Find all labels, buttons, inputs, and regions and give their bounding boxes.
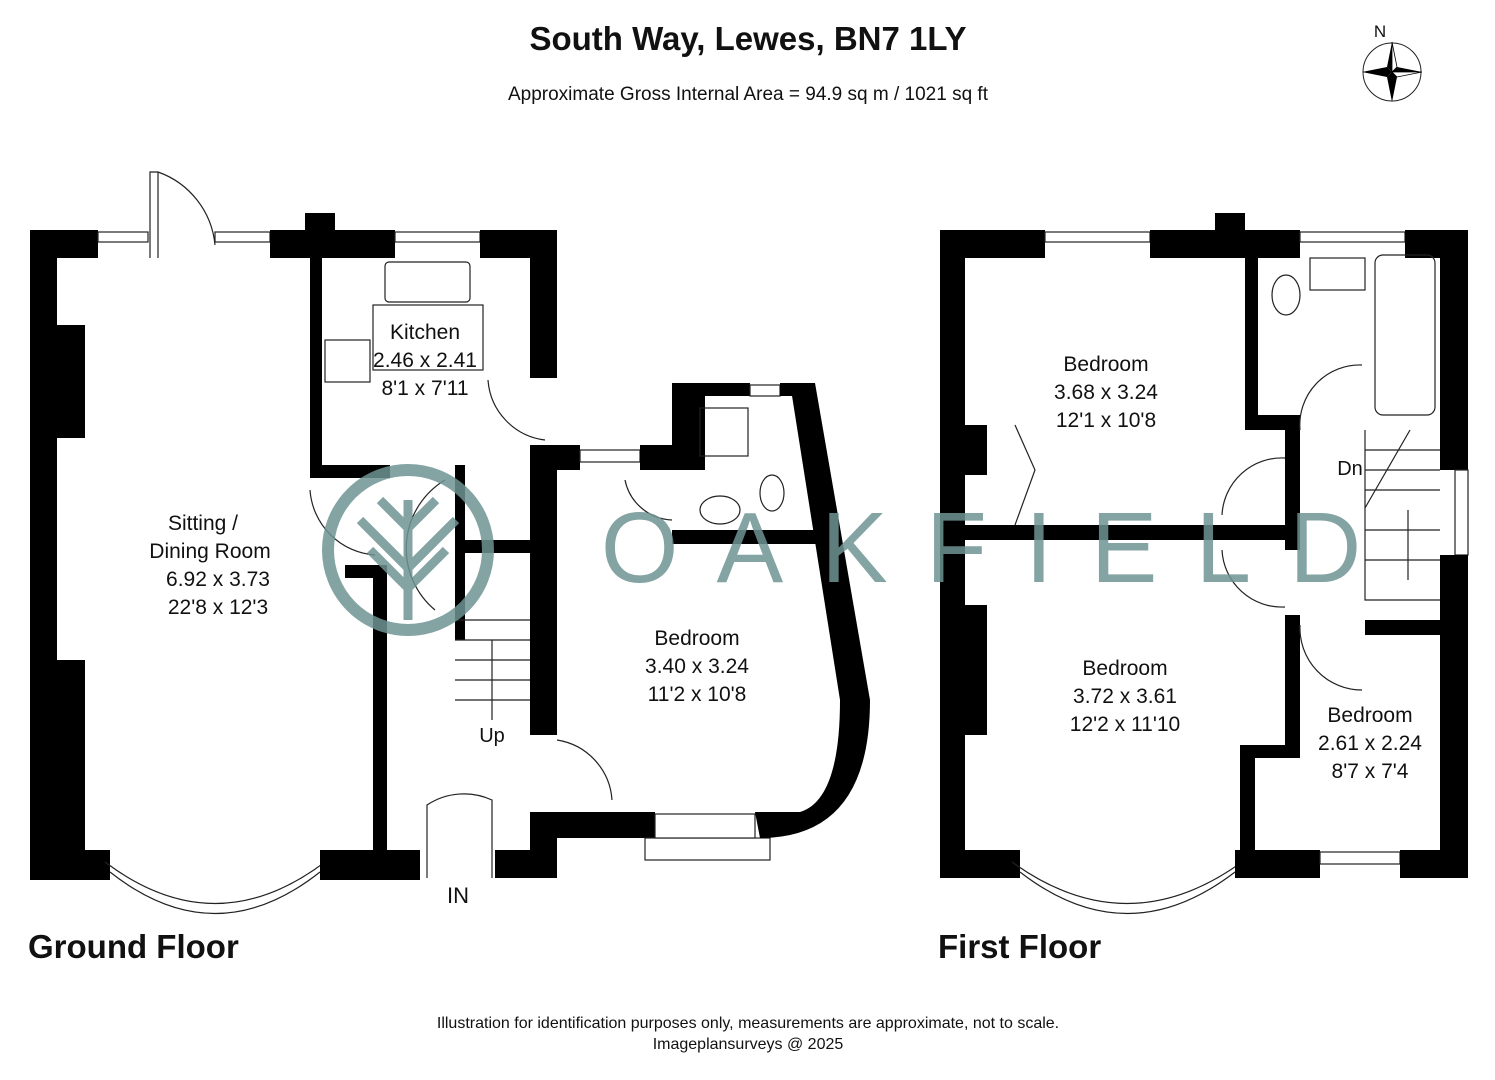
stairs-down-label: Dn bbox=[1337, 458, 1363, 480]
svg-text:2.46 x 2.41: 2.46 x 2.41 bbox=[373, 349, 477, 372]
svg-text:2.61 x 2.24: 2.61 x 2.24 bbox=[1318, 732, 1422, 755]
svg-text:N: N bbox=[1374, 22, 1386, 41]
svg-text:Bedroom: Bedroom bbox=[1082, 657, 1167, 680]
svg-text:22'8 x 12'3: 22'8 x 12'3 bbox=[168, 596, 268, 619]
area-subtitle: Approximate Gross Internal Area = 94.9 s… bbox=[508, 84, 989, 105]
credit: Imageplansurveys @ 2025 bbox=[653, 1036, 844, 1053]
svg-text:6.92 x 3.73: 6.92 x 3.73 bbox=[166, 568, 270, 591]
svg-text:8'1 x 7'11: 8'1 x 7'11 bbox=[381, 377, 468, 400]
page-title: South Way, Lewes, BN7 1LY bbox=[529, 20, 966, 57]
svg-text:12'2 x 11'10: 12'2 x 11'10 bbox=[1070, 713, 1180, 736]
room-kitchen: Kitchen 2.46 x 2.41 8'1 x 7'11 bbox=[373, 321, 477, 400]
svg-text:8'7 x 7'4: 8'7 x 7'4 bbox=[1332, 760, 1409, 783]
first-floor-label: First Floor bbox=[938, 928, 1101, 965]
ground-floor-plan: Up IN Kitchen 2.46 x 2.41 8'1 x 7'11 Sit… bbox=[28, 171, 870, 965]
svg-text:Bedroom: Bedroom bbox=[1063, 353, 1148, 376]
svg-text:11'2 x 10'8: 11'2 x 10'8 bbox=[648, 683, 747, 706]
svg-text:Bedroom: Bedroom bbox=[654, 627, 739, 650]
ground-floor-label: Ground Floor bbox=[28, 928, 239, 965]
svg-text:Bedroom: Bedroom bbox=[1327, 704, 1412, 727]
room-bedroom-2: Bedroom 3.72 x 3.61 12'2 x 11'10 bbox=[1070, 657, 1180, 736]
svg-text:3.40 x 3.24: 3.40 x 3.24 bbox=[645, 655, 749, 678]
stairs-up-label: Up bbox=[479, 725, 505, 747]
svg-text:Dining Room: Dining Room bbox=[149, 540, 270, 563]
room-bedroom-1: Bedroom 3.68 x 3.24 12'1 x 10'8 bbox=[1054, 353, 1158, 432]
oakfield-watermark-logo: OAKFIELD bbox=[322, 464, 1400, 636]
svg-text:12'1 x 10'8: 12'1 x 10'8 bbox=[1056, 409, 1156, 432]
room-sitting-dining: Sitting / Dining Room 6.92 x 3.73 22'8 x… bbox=[149, 512, 270, 619]
svg-text:3.68 x 3.24: 3.68 x 3.24 bbox=[1054, 381, 1158, 404]
room-ground-bedroom: Bedroom 3.40 x 3.24 11'2 x 10'8 bbox=[645, 627, 749, 706]
svg-text:Kitchen: Kitchen bbox=[390, 321, 460, 344]
compass-icon: N bbox=[1362, 22, 1423, 102]
first-floor-plan: Dn Bedroom 3.68 x 3.24 12'1 x 10'8 Bedro… bbox=[938, 213, 1469, 965]
disclaimer: Illustration for identification purposes… bbox=[437, 1015, 1059, 1032]
svg-text:3.72 x 3.61: 3.72 x 3.61 bbox=[1073, 685, 1177, 708]
watermark-text: OAKFIELD bbox=[601, 492, 1400, 604]
room-bedroom-3: Bedroom 2.61 x 2.24 8'7 x 7'4 bbox=[1318, 704, 1422, 783]
entrance-label: IN bbox=[447, 883, 469, 908]
svg-text:Sitting /: Sitting / bbox=[168, 512, 238, 535]
